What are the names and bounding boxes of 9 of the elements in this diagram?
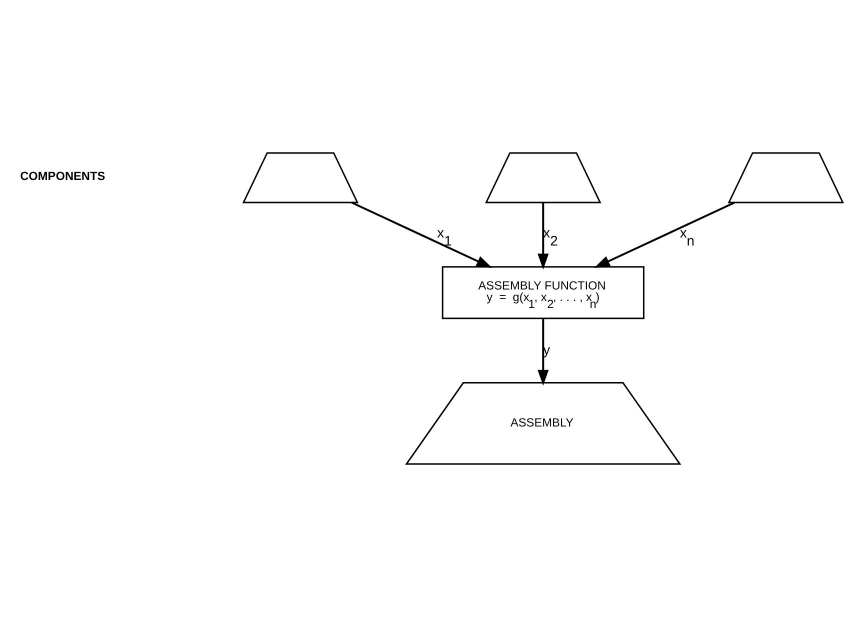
node-picture	[242, 152, 359, 204]
node-picture	[485, 152, 602, 204]
arrow	[351, 202, 492, 268]
label: COMPONENTS	[20, 168, 106, 183]
arrow	[538, 202, 549, 270]
arrow	[594, 202, 736, 268]
arrow	[538, 318, 549, 386]
node-picture	[728, 152, 844, 204]
edge-label: y	[543, 341, 550, 358]
